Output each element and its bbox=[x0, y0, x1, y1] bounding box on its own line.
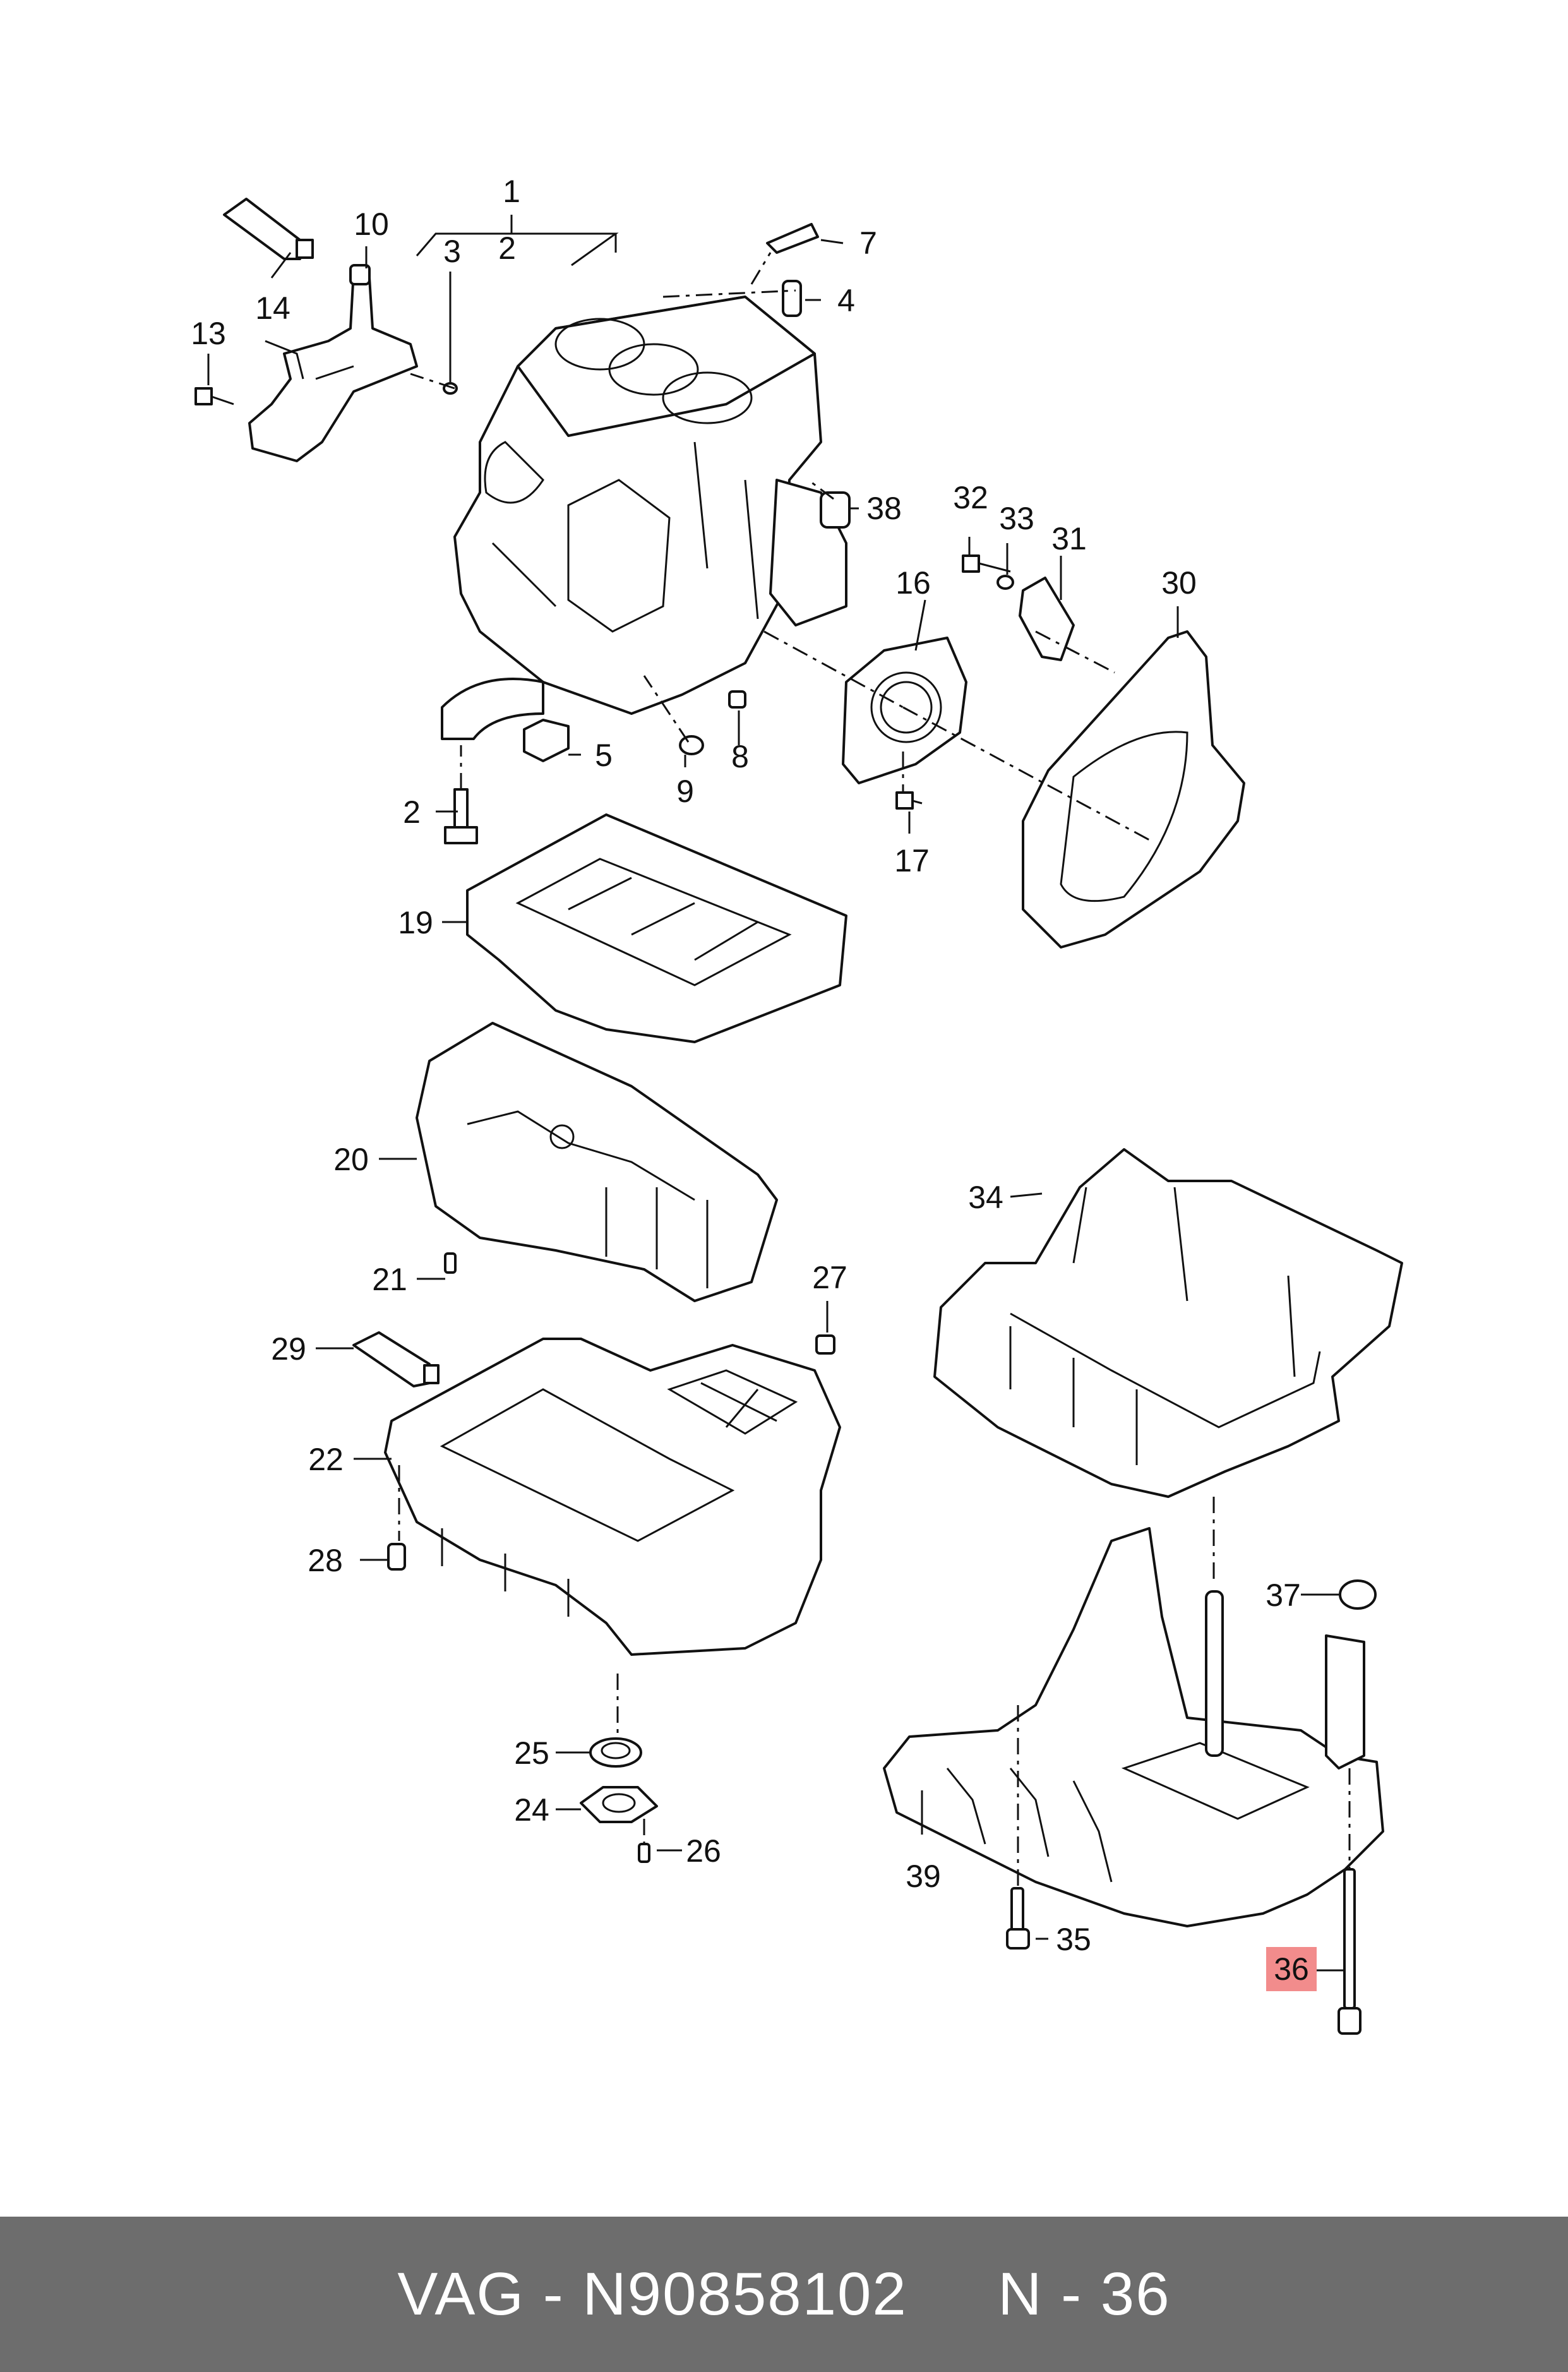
label-part-32: 32 bbox=[953, 480, 988, 515]
label-part-16: 16 bbox=[895, 565, 931, 601]
sealant-tube bbox=[223, 198, 314, 260]
cover-plate bbox=[1022, 630, 1245, 949]
part-labels: 1 2 3 4 7 10 14 13 38 32 33 31 30 16 5 8… bbox=[191, 174, 1309, 1987]
bolt-35 bbox=[1006, 1887, 1030, 1950]
spacer-37 bbox=[1339, 1579, 1377, 1610]
label-part-19: 19 bbox=[398, 905, 433, 940]
upper-oil-pan bbox=[416, 1022, 778, 1302]
label-part-22: 22 bbox=[308, 1442, 344, 1477]
engine-mount-bracket bbox=[248, 264, 418, 462]
label-part-38: 38 bbox=[866, 491, 902, 526]
lower-shield-34 bbox=[933, 1148, 1403, 1498]
label-part-17: 17 bbox=[894, 843, 930, 878]
engine-block bbox=[453, 296, 847, 715]
baffle-plate bbox=[466, 813, 847, 1043]
label-part-29: 29 bbox=[271, 1331, 306, 1367]
seal-bracket bbox=[1019, 577, 1075, 661]
label-part-34: 34 bbox=[968, 1180, 1003, 1215]
label-part-4: 4 bbox=[837, 283, 855, 318]
label-part-3: 3 bbox=[443, 234, 461, 269]
label-part-20: 20 bbox=[333, 1142, 369, 1177]
oil-strainer bbox=[387, 1252, 835, 1863]
long-bolt-36 bbox=[1338, 1868, 1362, 2035]
label-part-35: 35 bbox=[1056, 1922, 1091, 1957]
label-part-25: 25 bbox=[514, 1735, 549, 1771]
label-part-39: 39 bbox=[906, 1859, 941, 1894]
footer-bar: VAG - N90858102 N - 36 bbox=[0, 2217, 1568, 2372]
label-part-28: 28 bbox=[308, 1543, 343, 1578]
label-part-24: 24 bbox=[514, 1792, 549, 1828]
part-36-highlight bbox=[1266, 1947, 1317, 1991]
leader-lines bbox=[207, 215, 1345, 1972]
label-part-37: 37 bbox=[1266, 1578, 1301, 1613]
label-part-26: 26 bbox=[686, 1833, 721, 1869]
small-fasteners bbox=[195, 223, 1014, 844]
label-part-10: 10 bbox=[354, 207, 389, 242]
label-part-9: 9 bbox=[676, 774, 694, 809]
label-part-30: 30 bbox=[1161, 565, 1197, 601]
label-part-7: 7 bbox=[859, 225, 877, 261]
label-part-1: 1 bbox=[503, 174, 520, 209]
rear-seal-flange bbox=[842, 637, 967, 784]
label-part-21: 21 bbox=[372, 1262, 407, 1297]
label-part-31: 31 bbox=[1051, 521, 1087, 556]
label-part-27: 27 bbox=[812, 1260, 847, 1295]
exploded-parts-diagram: 1 2 3 4 7 10 14 13 38 32 33 31 30 16 5 8… bbox=[191, 174, 1403, 2035]
lower-shield-39 bbox=[883, 1527, 1384, 1927]
label-part-36: 36 bbox=[1274, 1951, 1309, 1987]
label-part-2: 2 bbox=[403, 794, 421, 830]
sealant-tube-2 bbox=[352, 1331, 440, 1387]
label-part-2-top: 2 bbox=[498, 231, 516, 266]
label-part-13: 13 bbox=[191, 316, 226, 351]
bearing-cap bbox=[441, 678, 544, 740]
label-part-5: 5 bbox=[595, 738, 613, 773]
label-part-14: 14 bbox=[255, 291, 290, 326]
label-part-8: 8 bbox=[731, 739, 749, 774]
lower-oil-pan bbox=[384, 1338, 841, 1656]
label-part-33: 33 bbox=[999, 501, 1034, 536]
alignment-lines bbox=[398, 252, 1351, 1888]
part-number-caption: VAG - N90858102 N - 36 bbox=[397, 2260, 1171, 2328]
